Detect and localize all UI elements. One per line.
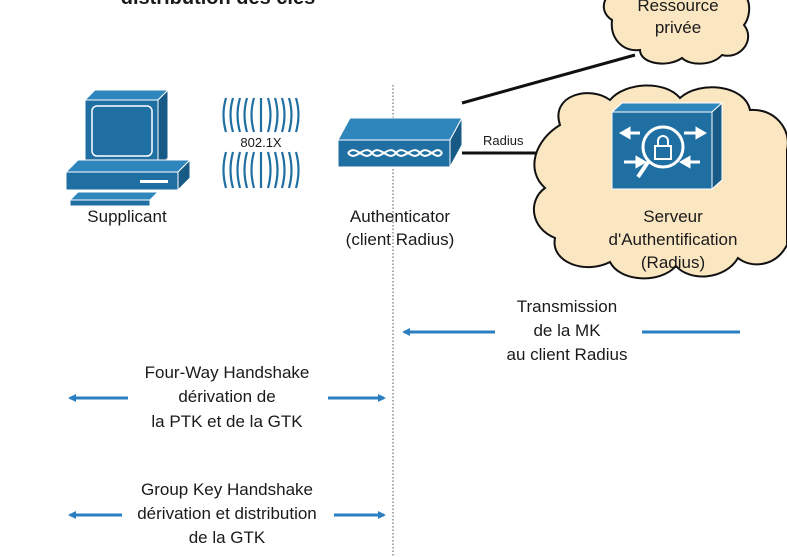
wave-arc	[266, 97, 272, 133]
wave-arc	[236, 151, 242, 189]
wave-arc	[280, 151, 286, 189]
wave-arc	[222, 97, 228, 133]
auth-server-label-2: d'Authentification	[609, 230, 738, 249]
group-key-label-2: dérivation et distribution	[137, 504, 317, 523]
four-way-label-3: la PTK et de la GTK	[151, 412, 303, 431]
wave-arc	[273, 97, 279, 133]
radius-link-label: Radius	[483, 133, 524, 148]
group-key-label-3: de la GTK	[189, 528, 266, 547]
four-way-label-1: Four-Way Handshake	[145, 363, 310, 382]
private-resource-label-2: privée	[655, 18, 701, 37]
four-way-label-2: dérivation de	[178, 387, 275, 406]
link-to-resource	[461, 53, 636, 105]
wave-arc	[243, 97, 249, 133]
wave-arc	[243, 151, 249, 189]
private-resource-label-1: Ressource	[637, 0, 718, 15]
wave-arc	[287, 97, 293, 133]
mk-transmission-label-3: au client Radius	[507, 345, 628, 364]
wave-arc	[294, 151, 300, 189]
wave-arc	[294, 97, 300, 133]
authenticator-sublabel: (client Radius)	[346, 230, 455, 249]
wave-arc	[222, 151, 228, 189]
wave-arc	[273, 151, 279, 189]
wave-arc	[236, 97, 242, 133]
wave-arc	[229, 151, 235, 189]
authenticator-switch-icon	[337, 117, 463, 168]
wave-arc	[280, 97, 286, 133]
supplicant-label: Supplicant	[87, 207, 167, 226]
wave-arc	[229, 97, 235, 133]
wireless-waves-icon	[222, 97, 300, 189]
wireless-label: 802.1X	[240, 135, 282, 150]
supplicant-computer-icon	[64, 88, 192, 207]
auth-server-label-1: Serveur	[643, 207, 703, 226]
wave-arc	[250, 151, 256, 189]
wave-arc	[266, 151, 272, 189]
group-key-label-1: Group Key Handshake	[141, 480, 313, 499]
auth-server-label-3: (Radius)	[641, 253, 705, 272]
mk-transmission-label-2: de la MK	[533, 321, 601, 340]
authenticator-label: Authenticator	[350, 207, 451, 226]
wave-arc	[250, 97, 256, 133]
mk-transmission-label-1: Transmission	[517, 297, 617, 316]
auth-server-lock-icon	[610, 101, 724, 191]
private-resource-cloud: Ressource privée	[602, 0, 751, 65]
top-title: distribution des clés	[121, 0, 315, 9]
wave-arc	[287, 151, 293, 189]
